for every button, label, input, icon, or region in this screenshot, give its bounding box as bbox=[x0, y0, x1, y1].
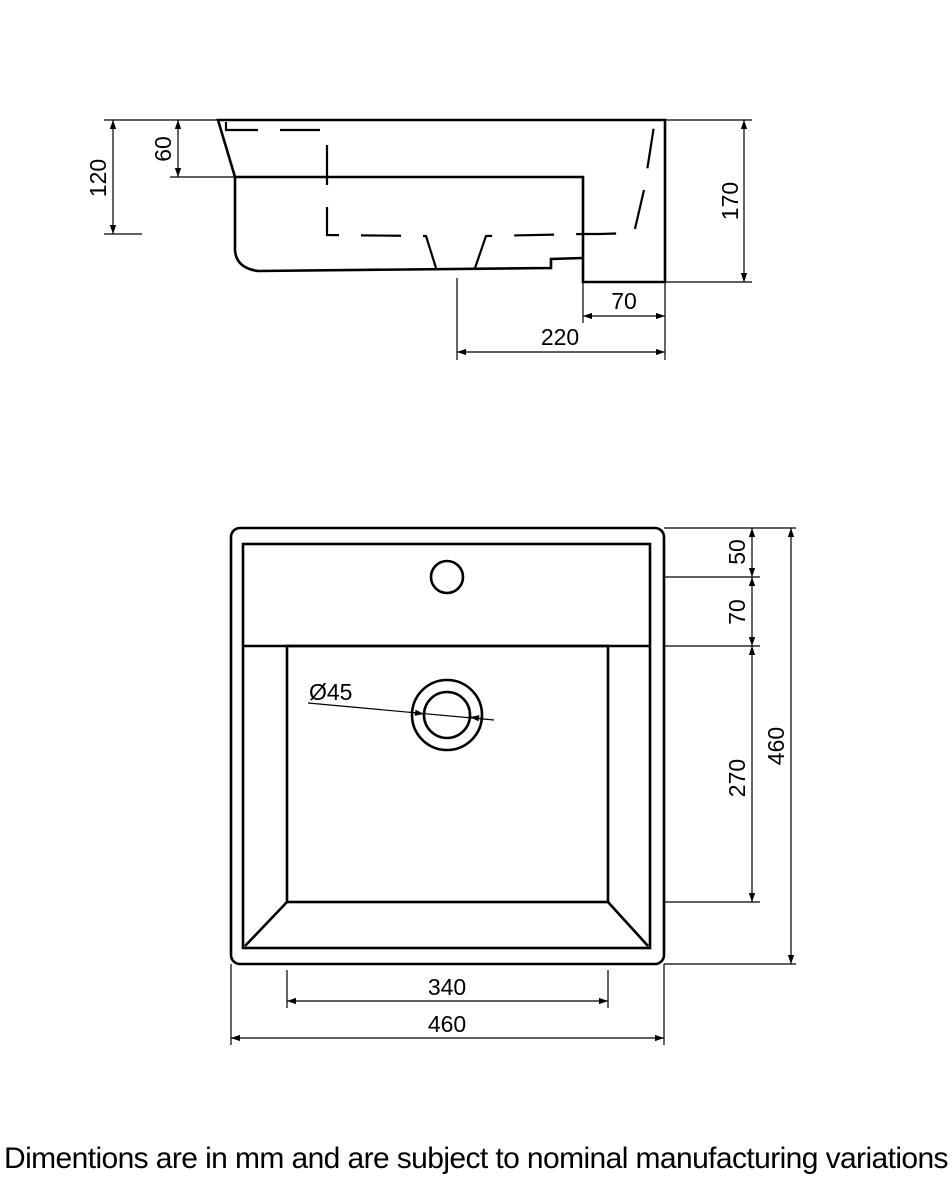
top-inner-outline bbox=[241, 542, 652, 950]
dim-120-label: 120 bbox=[85, 159, 111, 197]
dimensions-note: Dimentions are in mm and are subject to … bbox=[4, 1142, 949, 1175]
dim-170-label: 170 bbox=[717, 182, 743, 220]
dim-460-height-label: 460 bbox=[763, 727, 789, 765]
tap-hole bbox=[429, 559, 465, 595]
waste-outer bbox=[410, 678, 484, 752]
dim-340-label: 340 bbox=[428, 974, 466, 1000]
side-hidden-lines-right bbox=[473, 125, 656, 269]
dim-60-label: 60 bbox=[150, 136, 176, 162]
top-view: Ø45 50 70 270 460 340 460 bbox=[229, 526, 796, 1045]
dim-220-label: 220 bbox=[541, 324, 579, 350]
diameter-label: Ø45 bbox=[309, 679, 352, 705]
side-bowl-outline bbox=[233, 177, 584, 273]
dim-460-width-label: 460 bbox=[428, 1011, 466, 1037]
dim-50-label: 50 bbox=[724, 539, 750, 565]
side-hidden-lines bbox=[224, 122, 438, 269]
side-view: 120 60 170 70 220 bbox=[85, 118, 752, 360]
dim-270-label: 270 bbox=[724, 759, 750, 797]
basin-floor bbox=[285, 644, 610, 904]
dim-70-side-label: 70 bbox=[611, 288, 637, 314]
dim-70-top-label: 70 bbox=[724, 599, 750, 625]
side-outline bbox=[216, 118, 667, 284]
waste-inner bbox=[422, 690, 472, 740]
top-outer-outline bbox=[229, 526, 666, 966]
